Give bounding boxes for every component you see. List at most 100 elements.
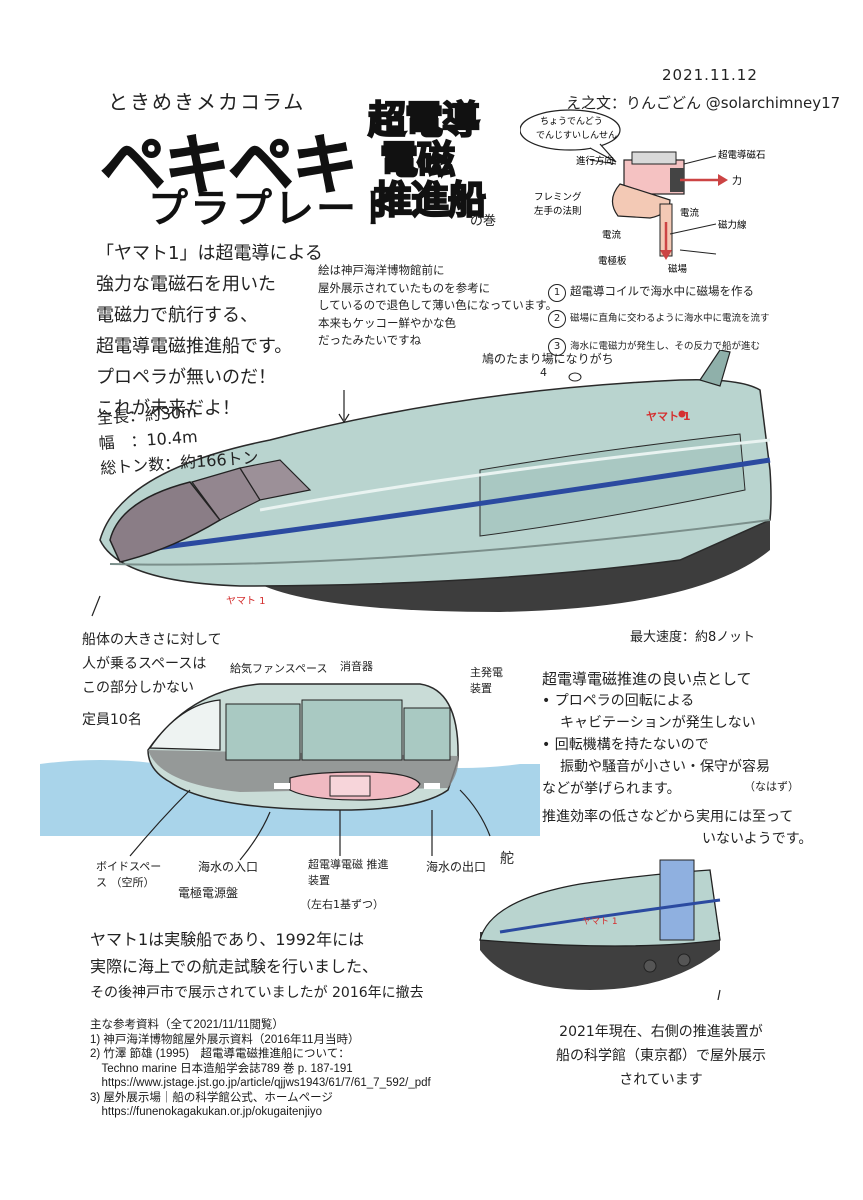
bubble-text-1: ちょうでんどう bbox=[540, 116, 603, 127]
intro-line: 電磁力で航行する、 bbox=[96, 305, 258, 326]
date: 2021.11.12 bbox=[662, 66, 758, 84]
label-void-space: ボイドスペース （空所） bbox=[96, 860, 162, 889]
label-fan-space: 給気ファンスペース bbox=[230, 662, 328, 675]
advantages-title: 超電導電磁推進の良い点として bbox=[542, 670, 752, 688]
note-line: 屋外展示されていたものを参考に bbox=[318, 280, 491, 295]
intro-text: 「ヤマト1」は超電導による 強力な電磁石を用いた 電磁力で航行する、 超電導電磁… bbox=[96, 238, 356, 424]
label-thruster-count: （左右1基ずつ） bbox=[300, 898, 384, 911]
small-ship-name: ヤマト 1 bbox=[582, 917, 618, 927]
history-line: その後神戸市で展示されていましたが 2016年に撤去 bbox=[90, 985, 424, 1001]
label-thruster: 超電導電磁 推進装置 bbox=[308, 858, 389, 887]
magnet-pole bbox=[670, 168, 684, 192]
ship-specs: 全長：約30m 幅 ：10.4m 総トン数：約166トン bbox=[96, 395, 259, 481]
label-current: 電流 bbox=[680, 207, 700, 219]
reference-url: https://funenokagakukan.or.jp/okugaitenj… bbox=[90, 1106, 323, 1118]
principle-diagram: ちょうでんどう でんじすいしんせん 進行方向 超電導磁石 力 電流 磁力線 フレ… bbox=[520, 109, 766, 274]
crew-note-line: 人が乗るスペースは bbox=[82, 656, 207, 672]
label-fleming-2: 左手の法則 bbox=[534, 205, 582, 217]
reference-item: 2) 竹澤 節雄 (1995) 超電導電磁推進船について： bbox=[90, 1048, 350, 1060]
references: 主な参考資料（全て2021/11/11閲覧） 1) 神戸海洋博物館屋外展示資料（… bbox=[90, 1018, 431, 1120]
advantages-text: 超電導電磁推進の良い点として • プロペラの回転による キャビテーションが発生し… bbox=[542, 668, 812, 850]
bubble-shape bbox=[520, 109, 621, 151]
max-speed: 最大速度：約8ノット bbox=[630, 630, 756, 645]
advantage-line: 振動や騒音が小さい・保守が容易 bbox=[560, 759, 770, 775]
crew-note-line: 定員10名 bbox=[82, 712, 142, 728]
label-direction: 進行方向 bbox=[576, 155, 614, 167]
stamp-line-2: 電磁 bbox=[379, 138, 456, 182]
display-note: 2021年現在、右側の推進装置が 船の科学館（東京都）で屋外展示 されています bbox=[556, 1020, 766, 1092]
series-name: ときめきメカコラム bbox=[108, 90, 306, 114]
advantage-line: • プロペラの回転による bbox=[542, 693, 695, 709]
ship-name-label: ヤマト 1 bbox=[646, 410, 691, 423]
stamp-line-3: 推進船 bbox=[373, 178, 487, 222]
label-field: 磁力線 bbox=[718, 219, 747, 231]
author-credit: え之文：りんごどん @solarchimney17 bbox=[566, 94, 841, 112]
crew-note-line: この部分しかない bbox=[82, 680, 194, 696]
tail-fin bbox=[699, 350, 731, 387]
small-hull-bottom bbox=[480, 932, 720, 990]
label-magnetic: 磁場 bbox=[668, 263, 688, 274]
reference-url: https://www.jstage.jst.go.jp/article/qjj… bbox=[90, 1077, 431, 1089]
note-line: 絵は神戸海洋博物館前に bbox=[318, 263, 445, 277]
label-electrode: 電極板 bbox=[598, 255, 627, 267]
topic-stamp: 超電導 電磁 推進船 bbox=[367, 98, 498, 222]
label-fleming-1: フレミング bbox=[534, 191, 582, 203]
label-magnet: 超電導磁石 bbox=[718, 149, 766, 161]
reference-item: Techno marine 日本造船学会誌789 巻 p. 187-191 bbox=[90, 1062, 353, 1075]
hull-name-label: ヤマト 1 bbox=[226, 596, 266, 607]
intro-line: 「ヤマト1」は超電導による bbox=[96, 243, 323, 264]
history-line: ヤマト1は実験船であり、1992年には bbox=[90, 930, 365, 949]
flag-mark bbox=[678, 410, 686, 418]
crew-space-note: 船体の大きさに対して 人が乗るスペースは この部分しかない 定員10名 bbox=[82, 628, 222, 732]
label-electrode-box: 電極電源盤 bbox=[178, 886, 239, 900]
reference-heading: 主な参考資料（全て2021/11/11閲覧） bbox=[90, 1019, 284, 1031]
crew-note-line: 船体の大きさに対して bbox=[82, 632, 222, 648]
color-note: 絵は神戸海洋博物館前に 屋外展示されていたものを参考に しているので退色して薄い… bbox=[318, 262, 558, 350]
label-rudder: 舵 bbox=[500, 851, 514, 867]
note-line: しているので退色して薄い色になっています。 bbox=[318, 298, 558, 312]
column-title: ペキペキ bbox=[100, 127, 359, 205]
cutaway-diagram bbox=[40, 683, 540, 861]
advantage-line: いないようです。 bbox=[702, 831, 813, 847]
small-tower bbox=[659, 859, 695, 941]
advantage-line: • 回転機構を持たないので bbox=[542, 737, 709, 753]
advantage-line: 推進効率の低さなどから実用には至って bbox=[542, 809, 794, 825]
display-line: されています bbox=[619, 1072, 703, 1088]
note-line: 本来もケッコー鮮やかな色 bbox=[318, 315, 456, 330]
advantage-line: などが挙げられます。 bbox=[542, 781, 681, 797]
intro-line: これが未来だよ！ bbox=[96, 398, 240, 419]
column-subtitle: プラプレート bbox=[148, 186, 400, 232]
reference-item: 1) 神戸海洋博物館屋外展示資料（2016年11月当時） bbox=[90, 1033, 360, 1046]
stamp-suffix: の巻 bbox=[470, 214, 497, 229]
ship-small-illustration: ヤマト 1 bbox=[479, 859, 721, 1000]
advantages-aside: （なはず） bbox=[744, 780, 799, 793]
advantage-line: キャビテーションが発生しない bbox=[560, 715, 756, 731]
intro-line: 超電導電磁推進船です。 bbox=[96, 336, 293, 357]
reference-item: 3) 屋外展示場｜船の科学館公式、ホームページ bbox=[90, 1091, 333, 1104]
label-generator: 主発電 装置 bbox=[470, 666, 503, 695]
bubble-text-2: でんじすいしんせん bbox=[536, 130, 617, 141]
stamp-line-1: 超電導 bbox=[367, 98, 481, 142]
bird-note: 鳩のたまり場になりがち bbox=[482, 352, 614, 366]
display-line: 2021年現在、右側の推進装置が bbox=[559, 1024, 763, 1040]
label-current-2: 電流 bbox=[602, 229, 622, 241]
display-line: 船の科学館（東京都）で屋外展示 bbox=[556, 1048, 766, 1064]
blue-stripe bbox=[139, 457, 771, 553]
ship-illustration bbox=[91, 350, 772, 617]
bird-number: 4 bbox=[540, 366, 547, 379]
pigeon bbox=[568, 372, 582, 382]
crew-cabin bbox=[148, 699, 221, 751]
label-muffler: 消音器 bbox=[340, 660, 373, 673]
muffler-space bbox=[301, 699, 403, 761]
history-line: 実際に海上での航走試験を行いました、 bbox=[90, 957, 379, 976]
label-force: 力 bbox=[732, 174, 742, 187]
note-line: だったみたいですね bbox=[318, 333, 422, 347]
label-water-inlet: 海水の入口 bbox=[198, 860, 259, 874]
intro-line: プロペラが無いのだ！ bbox=[96, 367, 276, 388]
history-note: ヤマト1は実験船であり、1992年には 実際に海上での航走試験を行いました、 そ… bbox=[90, 926, 424, 1007]
intro-line: 強力な電磁石を用いた bbox=[96, 274, 276, 295]
